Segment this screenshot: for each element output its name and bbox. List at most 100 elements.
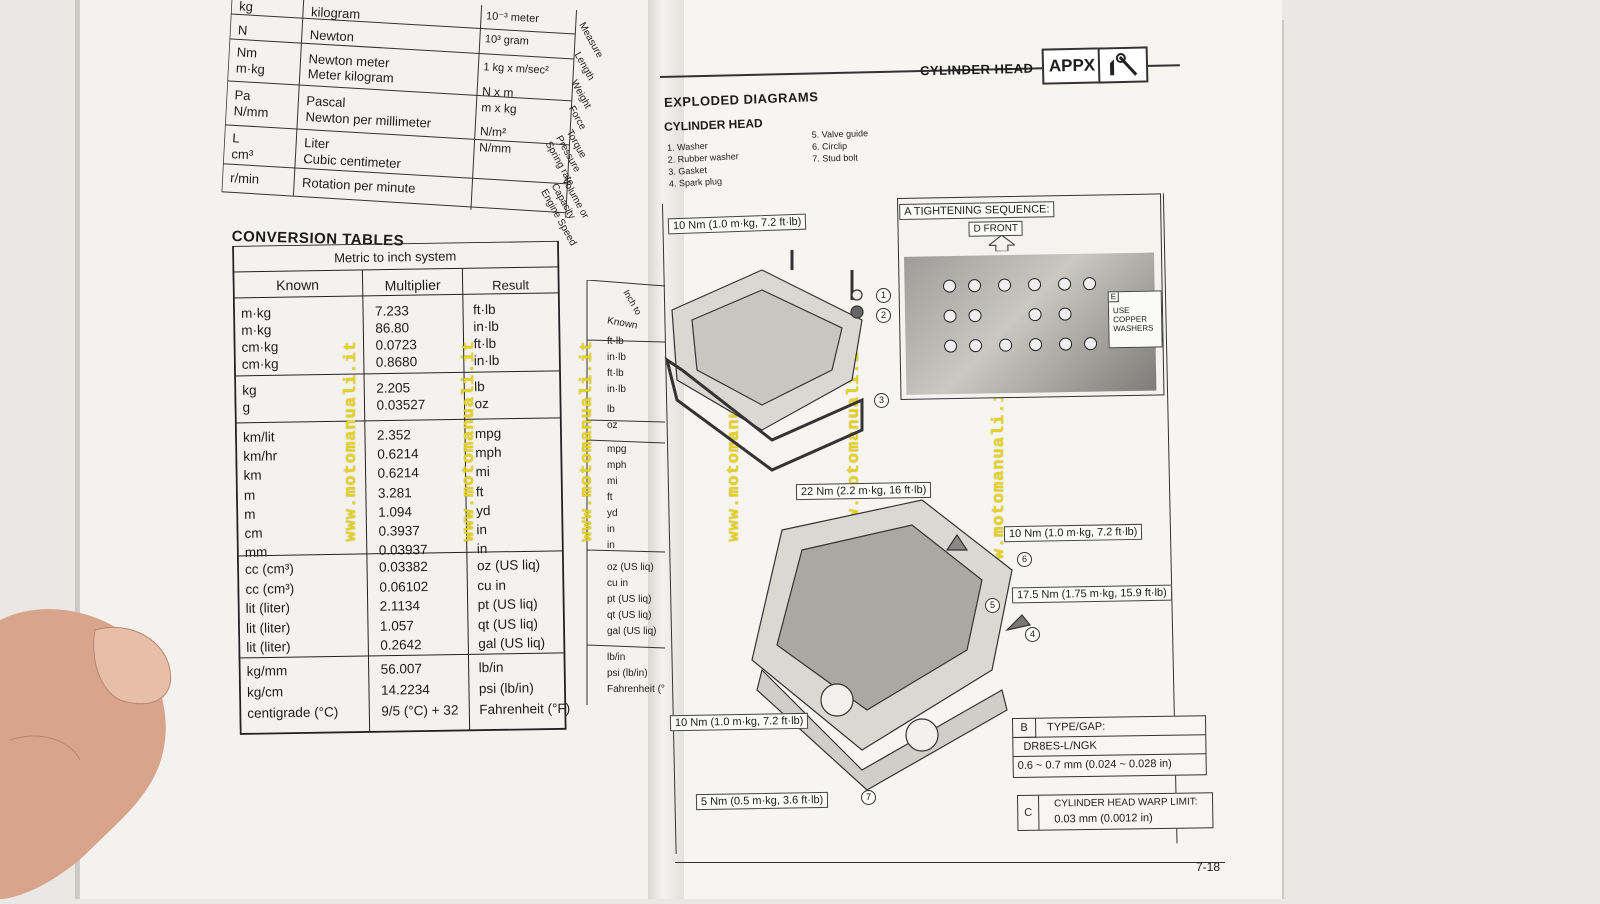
- multiplier-cell: 0.03527: [376, 396, 426, 413]
- known-cell: km: [243, 467, 262, 484]
- unit-def-4: N x m m x kg: [480, 84, 517, 117]
- unit-def-2: 10³ gram: [484, 33, 530, 48]
- partial-item: ft·lb: [607, 368, 624, 379]
- known-cell: km/hr: [243, 448, 278, 465]
- known-cell: kg/cm: [246, 684, 284, 700]
- callout-1: 1: [876, 288, 891, 303]
- multiplier-cell: 3.281: [377, 484, 412, 501]
- partial-item: oz: [607, 420, 618, 431]
- partial-item: psi (lb/in): [607, 668, 648, 679]
- units-table-grid: [221, 0, 578, 218]
- unit-name-newton-meter: Newton meter Meter kilogram: [307, 51, 395, 86]
- col-result-header: Result: [492, 277, 530, 293]
- multiplier-cell: 0.03937: [378, 542, 428, 558]
- conversion-table-grid: [232, 240, 567, 735]
- hand-holding-book: [0, 590, 180, 899]
- multiplier-cell: 56.007: [380, 661, 423, 677]
- multiplier-cell: 1.094: [378, 504, 413, 520]
- conversion-table: Metric to inch system Known Multiplier R…: [232, 240, 600, 736]
- part-item: 7. Stud bolt: [812, 152, 858, 164]
- header-title: CYLINDER HEAD: [919, 60, 1034, 79]
- col-multiplier-header: Multiplier: [384, 276, 441, 294]
- box-c-value: 0.03 mm (0.0012 in): [1054, 812, 1153, 826]
- left-page: [80, 0, 680, 899]
- multiplier-cell: 0.3937: [378, 523, 420, 539]
- partial-item: mpg: [607, 444, 627, 455]
- result-cell: oz (US liq): [476, 557, 541, 574]
- result-cell: cu in: [477, 577, 507, 593]
- partial-item: cu in: [607, 578, 629, 589]
- callout-7: 7: [861, 790, 876, 805]
- part-item: 5. Valve guide: [811, 128, 869, 140]
- result-cell: in: [476, 541, 488, 557]
- box-c-title: CYLINDER HEAD WARP LIMIT:: [1054, 796, 1198, 810]
- multiplier-cell: 2.205: [376, 380, 411, 396]
- known-cell: cc (cm³): [245, 580, 295, 597]
- partial-item: lb/in: [607, 652, 626, 663]
- unit-abbr-rmin: r/min: [229, 170, 260, 187]
- unit-abbr-kg: kg: [238, 0, 254, 15]
- unit-abbr-nm: Nm m·kg: [235, 44, 266, 77]
- unit-name-pascal: Pascal Newton per millimeter: [305, 93, 432, 131]
- torque-label-2: 22 Nm (2.2 m·kg, 16 ft·lb): [795, 481, 932, 501]
- known-cell: cc (cm³): [244, 561, 294, 577]
- known-cell: lit (liter): [245, 600, 291, 616]
- known-cell: km/lit: [242, 429, 275, 445]
- partial-item: mi: [607, 476, 618, 487]
- unit-abbr-l: L cm³: [231, 130, 254, 163]
- spark-plug-gap: 0.6 ~ 0.7 mm (0.024 ~ 0.028 in): [1017, 757, 1172, 772]
- appx-badge: APPX: [1041, 47, 1103, 85]
- warp-limit-box: C CYLINDER HEAD WARP LIMIT: 0.03 mm (0.0…: [1017, 792, 1214, 831]
- unit-abbr-pa: Pa N/mm: [233, 87, 269, 121]
- torque-label-3: 10 Nm (1.0 m·kg, 7.2 ft·lb): [1003, 523, 1143, 543]
- callout-6: 6: [1017, 552, 1032, 567]
- known-cell: kg/mm: [246, 663, 288, 679]
- known-cell: cm: [244, 525, 263, 541]
- torque-label-6: 5 Nm (0.5 m·kg, 3.6 ft·lb): [695, 791, 829, 811]
- page-number: 7-18: [1196, 860, 1221, 874]
- multiplier-cell: 0.03382: [378, 558, 428, 575]
- known-cell: cm·kg: [241, 356, 279, 372]
- inset-a-label: A TIGHTENING SEQUENCE:: [899, 201, 1055, 220]
- partial-item: Fahrenheit (°F): [607, 684, 665, 695]
- multiplier-cell: 0.06102: [379, 578, 429, 595]
- unit-def-1: 10⁻³ meter: [485, 10, 540, 26]
- multiplier-cell: 7.233: [374, 303, 409, 319]
- unit-abbr-n: N: [237, 22, 248, 38]
- exploded-drawing: [664, 250, 1032, 791]
- result-cell: lb/in: [478, 659, 504, 676]
- result-cell: psi (lb/in): [478, 680, 534, 697]
- partial-item: oz (US liq): [607, 562, 654, 573]
- known-cell: m·kg: [241, 322, 272, 338]
- multiplier-cell: 86.80: [375, 320, 410, 336]
- spark-plug-box: B TYPE/GAP: DR8ES-L/NGK 0.6 ~ 0.7 mm (0.…: [1012, 715, 1207, 778]
- watermark-1: www.motomanuali.it: [342, 340, 361, 542]
- spark-plug-type: DR8ES-L/NGK: [1023, 739, 1097, 753]
- known-cell: mm: [244, 544, 268, 561]
- partial-item: in: [607, 524, 615, 535]
- partial-item: mph: [607, 460, 627, 471]
- torque-label-4: 17.5 Nm (1.75 m·kg, 15.9 ft·lb): [1011, 584, 1172, 604]
- box-b-title: TYPE/GAP:: [1047, 720, 1106, 734]
- unit-name-liter: Liter Cubic centimeter: [302, 134, 402, 172]
- known-cell: lit (liter): [245, 619, 291, 636]
- book-spine: [648, 0, 684, 899]
- partial-item: in·lb: [607, 352, 626, 363]
- box-b-label: B: [1013, 718, 1037, 738]
- partial-item: qt (US liq): [607, 610, 652, 621]
- callout-5: 5: [985, 598, 1000, 613]
- known-cell: m·kg: [240, 305, 272, 321]
- watermark-3: www.motomanuali.it: [578, 340, 597, 542]
- page-bottom-rule: [675, 862, 1225, 863]
- known-cell: lit (liter): [246, 639, 291, 655]
- callout-3: 3: [874, 393, 889, 408]
- partial-item: pt (US liq): [607, 594, 652, 605]
- result-cell: in·lb: [473, 318, 499, 335]
- multiplier-cell: 9/5 (°C) + 32: [381, 702, 459, 719]
- callout-2: 2: [876, 308, 891, 323]
- tools-icon: [1097, 46, 1149, 84]
- partial-item: in·lb: [607, 384, 626, 395]
- partial-item: ft: [607, 492, 613, 503]
